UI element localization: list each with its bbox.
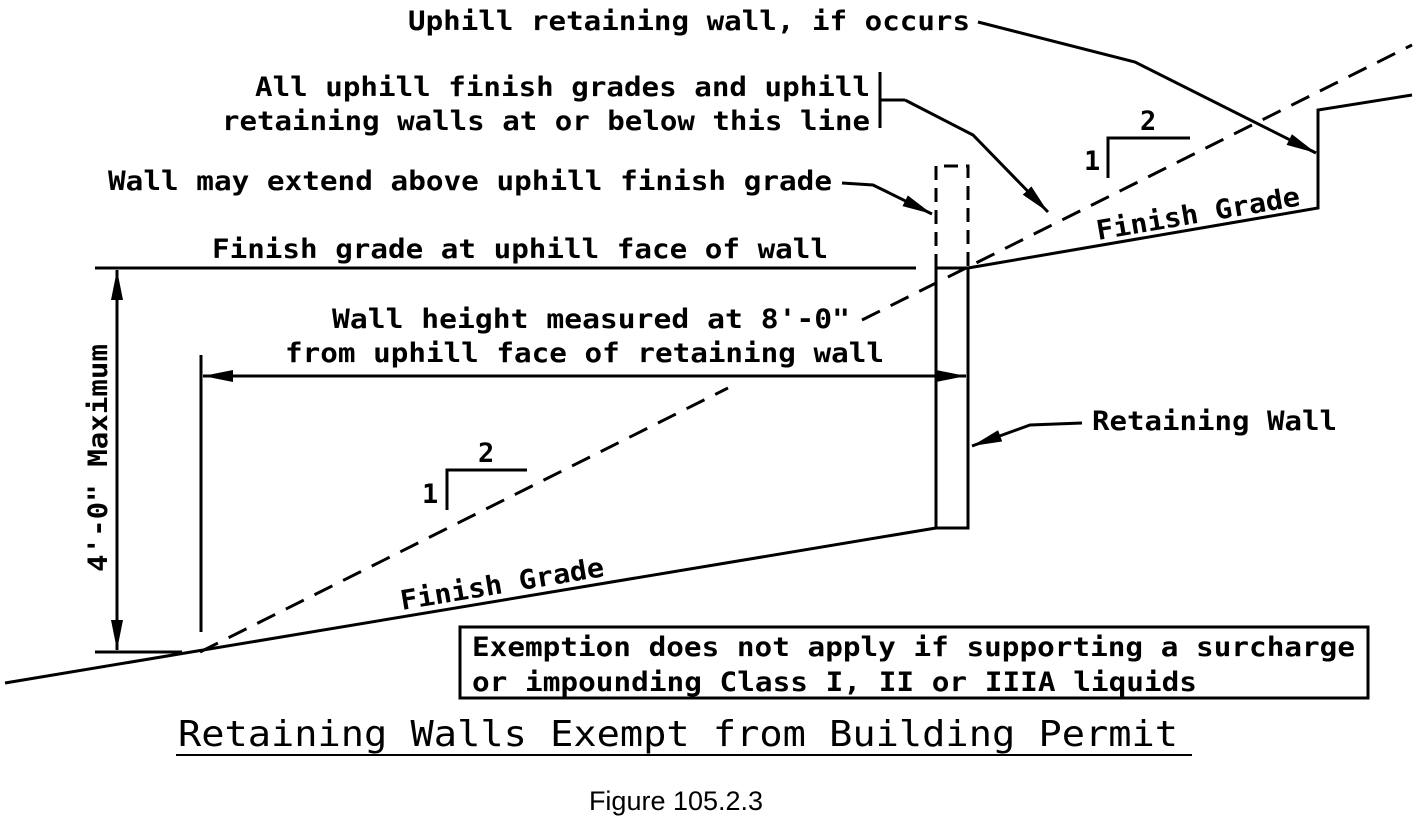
label-retaining-wall: Retaining Wall [1092, 406, 1337, 437]
retaining-wall [934, 266, 970, 530]
leader-retaining-wall [971, 421, 1083, 448]
label-wall-height-1: Wall height measured at 8'-0" [332, 304, 850, 335]
note-line-1: Exemption does not apply if supporting a… [472, 632, 1355, 663]
leader-wall-extend [841, 181, 933, 216]
label-max-height: 4'-0" Maximum [83, 344, 114, 572]
label-uphill-grades-1: All uphill finish grades and uphill [255, 72, 870, 103]
slope-rise-upper: 1 [1084, 146, 1100, 177]
diagram-title: Retaining Walls Exempt from Building Per… [178, 714, 1178, 755]
slope-run-upper: 2 [1140, 106, 1156, 137]
label-wall-extend: Wall may extend above uphill finish grad… [108, 166, 832, 197]
label-finish-grade-uphill-face: Finish grade at uphill face of wall [212, 234, 828, 265]
leader-uphill-wall [977, 20, 1317, 155]
slope-rise-lower: 1 [422, 479, 438, 510]
slope-run-lower: 2 [478, 438, 494, 469]
label-finish-grade-upper: Finish Grade [1094, 182, 1302, 247]
label-wall-height-2: from uphill face of retaining wall [285, 338, 884, 369]
slope-limit-line-upper [861, 43, 1413, 322]
slope-symbol-upper [1106, 136, 1190, 178]
bracket-uphill-grades [878, 72, 905, 128]
label-uphill-grades-2: retaining walls at or below this line [222, 106, 870, 137]
exemption-note-box [458, 625, 1370, 700]
figure-caption: Figure 105.2.3 [589, 786, 763, 816]
label-uphill-wall: Uphill retaining wall, if occurs [408, 6, 970, 37]
uphill-finish-grade [967, 93, 1413, 270]
lower-finish-grade [4, 526, 937, 685]
leader-uphill-grades [904, 98, 1050, 214]
note-line-2: or impounding Class I, II or IIIA liquid… [472, 667, 1197, 698]
label-finish-grade-lower: Finish Grade [398, 552, 606, 617]
wall-extension-dashed [934, 164, 970, 268]
slope-limit-line-lower [199, 386, 729, 654]
slope-symbol-lower [445, 468, 527, 510]
